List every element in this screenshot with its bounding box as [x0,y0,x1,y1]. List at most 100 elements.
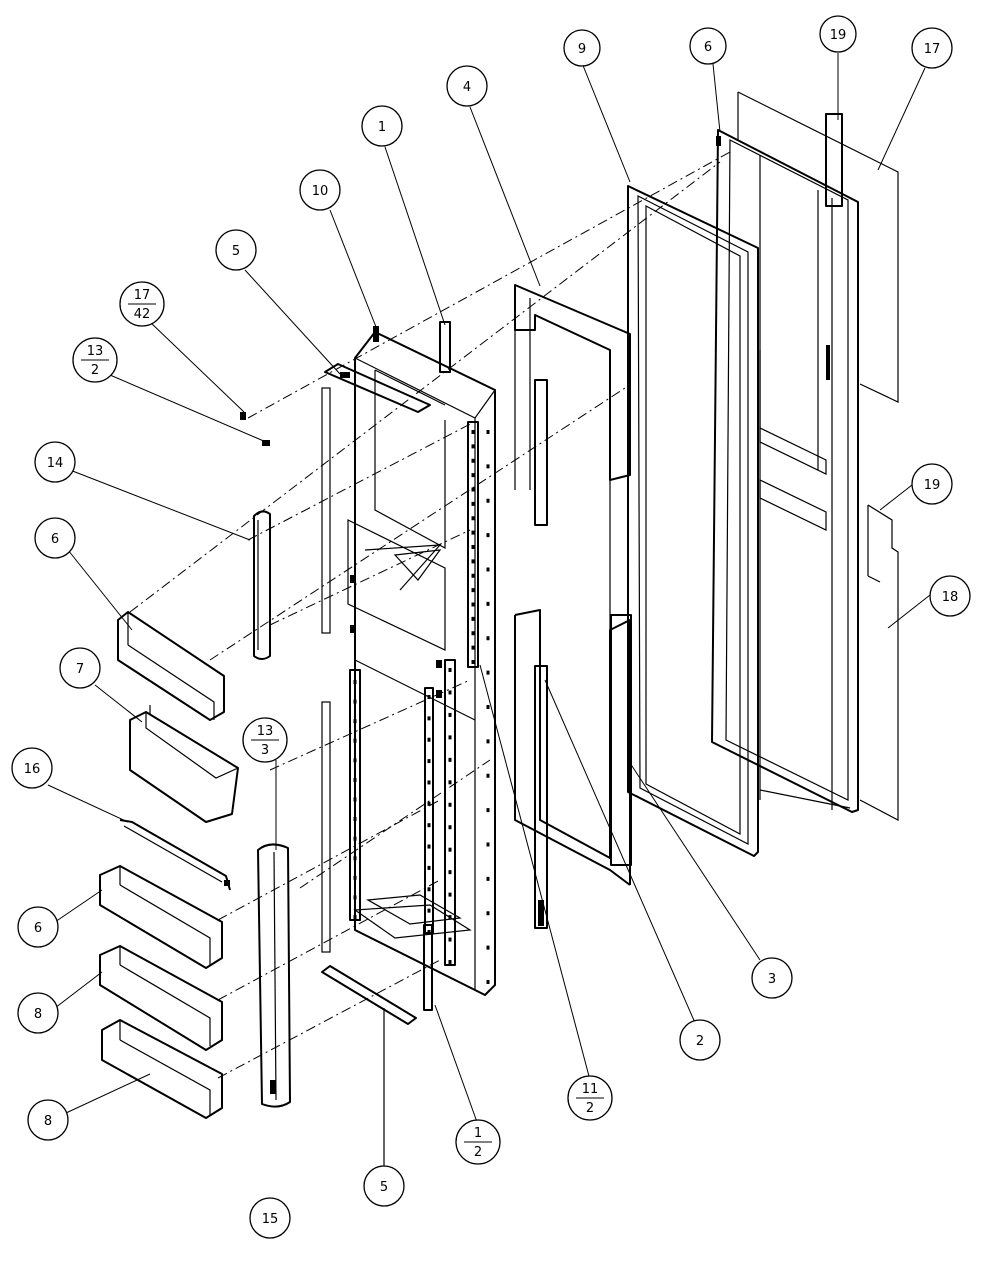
rail-hole [486,498,490,503]
callout-8-b: 8 [27,1099,69,1141]
rail-hole [471,444,475,449]
callout-label: 1 [378,120,386,135]
shelf-rail-16 [119,819,231,891]
callout-label: 16 [24,762,41,777]
callout-17: 17 [911,27,953,69]
callout-18: 18 [929,575,971,617]
callout-14: 14 [34,441,76,483]
callout-1-2: 1 2 [455,1119,501,1165]
rail-hole [471,430,475,434]
callout-label-bottom: 2 [474,1145,482,1160]
rail-hole [471,559,475,564]
callout-label: 8 [44,1114,52,1129]
callout-6-left: 6 [34,517,76,559]
rail-hole [486,670,490,675]
rail-hole [471,602,475,607]
callout-19-right: 19 [911,463,953,505]
rail-hole [486,533,490,538]
rail-hole [353,777,357,782]
rail-hole [486,980,490,984]
rail-hole [486,876,490,881]
tube-19 [825,113,843,207]
callout-5-top: 5 [215,229,257,271]
rail-hole [486,945,490,950]
callout-17-42: 17 42 [119,281,165,327]
callout-label-top: 11 [582,1082,599,1097]
callout-label: 3 [768,972,776,987]
callout-7: 7 [59,647,101,689]
outer-door-panel [711,129,859,813]
callout-label: 6 [704,40,712,55]
callout-label: 5 [380,1180,388,1195]
callout-label: 19 [924,478,941,493]
rail-hole [448,825,452,830]
callout-label-bottom: 3 [261,743,269,758]
rail-hole [471,501,475,506]
rail-hole [448,802,452,807]
callout-label: 19 [830,28,847,43]
callout-3: 3 [751,957,793,999]
rail-hole [353,875,357,880]
rail-hole [448,960,452,964]
rail-hole [486,601,490,606]
callout-2: 2 [679,1019,721,1061]
bin-7 [129,705,239,823]
rail-hole [471,473,475,478]
rail-hole [448,757,452,762]
hinge-strip-3 [610,614,632,866]
callout-4: 4 [446,65,488,107]
callout-label: 7 [76,662,84,677]
rail-hole [471,487,475,492]
rail-hole [471,660,475,664]
rail-hole [448,690,452,695]
breaker-strip-lower [534,665,548,929]
bin-8-b [99,945,223,1051]
callout-10: 10 [299,169,341,211]
callout-19-top: 19 [819,15,857,53]
handle-bottom-15 [257,760,291,1108]
callout-13-2: 13 2 [72,337,118,383]
callout-label-top: 17 [134,288,151,303]
callout-6-lower: 6 [17,906,59,948]
rail-hole [427,737,431,742]
rail-hole [427,844,431,849]
rail-hole [471,573,475,578]
rail-hole [448,847,452,852]
rail-hole [448,937,452,942]
rail-hole [427,801,431,806]
rail-hole [353,915,357,919]
rail-hole [427,908,431,913]
rail-hole [427,716,431,721]
rail-hole [353,699,357,704]
callout-label: 14 [47,456,64,471]
callout-label-bottom: 2 [91,363,99,378]
rail-hole [427,865,431,870]
rail-hole [353,856,357,861]
callout-9: 9 [563,29,601,67]
rail-hole [448,780,452,785]
rail-hole [486,464,490,469]
shelf-bin-6-top [117,611,225,721]
callout-1: 1 [361,105,403,147]
callout-label: 18 [942,590,959,605]
rail-hole [486,705,490,709]
rail-hole [427,930,431,934]
bottom-cap-strip [321,965,417,1170]
rail-hole [486,808,490,813]
rail-hole [471,631,475,636]
rail-hole [427,695,431,699]
rail-hole [471,545,475,549]
door-gasket [627,185,759,857]
callout-label: 8 [34,1007,42,1022]
callout-label-top: 1 [474,1126,482,1141]
callout-label: 6 [34,921,42,936]
rail-hole [471,516,475,521]
rail-dots [353,430,490,984]
insulation-sheet-17 [737,91,899,428]
callout-label: 17 [924,42,941,57]
callout-label: 2 [696,1034,704,1049]
bin-8-a [99,865,223,969]
leader-lines [47,53,931,1123]
rail-hole [353,836,357,841]
